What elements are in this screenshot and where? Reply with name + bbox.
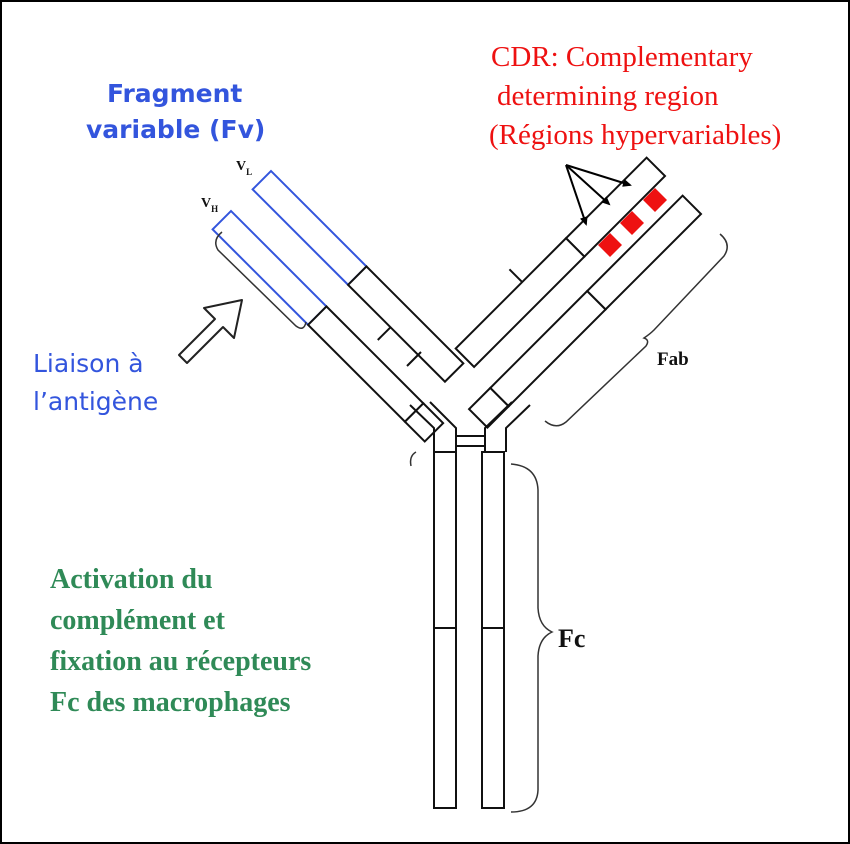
- fab-label: Fab: [657, 349, 689, 370]
- cdr-regions: [598, 188, 667, 257]
- left-light-chain: [251, 169, 465, 384]
- antigen-label-line2: l’antigène: [33, 387, 158, 416]
- activation-label-line2: complément et: [50, 605, 226, 636]
- left-arm: [211, 169, 465, 443]
- vl-label: VL: [236, 159, 252, 177]
- cdr-label-line2: determining region: [497, 80, 719, 112]
- braces: [215, 231, 728, 813]
- fv-brace: [215, 231, 307, 329]
- activation-label-line3: fixation au récepteurs: [50, 646, 311, 677]
- activation-label-line4: Fc des macrophages: [50, 687, 291, 718]
- activation-label-line1: Activation du: [50, 564, 213, 595]
- fc-brace: [510, 463, 554, 813]
- fc-label: Fc: [558, 624, 585, 653]
- antigen-label-line1: Liaison à: [33, 349, 144, 378]
- vh-label: VH: [201, 196, 218, 214]
- cdr-label-line1: CDR: Complementary: [491, 41, 753, 73]
- hinge-region: [409, 401, 531, 452]
- cdr-arrows: [565, 164, 632, 226]
- fv-label-line2: variable (Fv): [86, 115, 265, 144]
- antigen-binding-arrow-icon: [178, 299, 243, 364]
- cdr-label-line3: (Régions hypervariables): [489, 119, 781, 151]
- fv-label-line1: Fragment: [107, 79, 242, 108]
- right-arm: [454, 156, 703, 429]
- fab-brace: [544, 233, 728, 427]
- right-heavy-chain: [467, 194, 703, 429]
- fc-region: [433, 451, 505, 809]
